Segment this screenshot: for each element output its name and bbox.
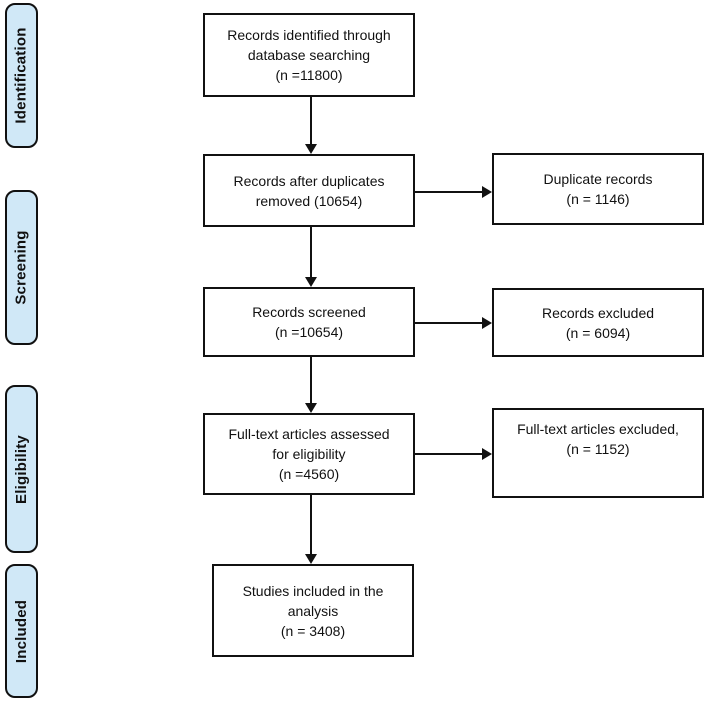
- box-text-line: Records after duplicates: [233, 172, 385, 189]
- box-text-line: (n =4560): [278, 466, 340, 482]
- stage-screening-label: Screening: [13, 230, 31, 305]
- stage-screening: Screening: [5, 190, 38, 345]
- box-text-line: (n = 1152): [566, 441, 630, 457]
- stage-included: Included: [5, 564, 38, 698]
- box-records-screened: Records screened (n =10654): [203, 287, 415, 357]
- arrowhead-right-icon: [482, 186, 492, 198]
- stage-eligibility: Eligibility: [5, 385, 38, 553]
- box-text-line: (n =10654): [274, 324, 344, 340]
- box-text-line: Studies included in the: [242, 582, 384, 599]
- arrowhead-right-icon: [482, 448, 492, 460]
- box-text-line: analysis: [287, 602, 339, 619]
- box-fulltext-assessed: Full-text articles assessed for eligibil…: [203, 413, 415, 495]
- stage-eligibility-label: Eligibility: [13, 434, 30, 504]
- box-studies-included: Studies included in the analysis (n = 34…: [212, 564, 414, 657]
- arrowhead-right-icon: [482, 317, 492, 329]
- box-text-line: (n = 1146): [566, 191, 630, 207]
- stage-identification-label: Identification: [13, 27, 31, 124]
- arrowhead-down-icon: [305, 554, 317, 564]
- arrowhead-down-icon: [305, 277, 317, 287]
- arrow-shaft: [310, 227, 312, 277]
- arrow-shaft: [415, 322, 482, 324]
- arrow-shaft: [310, 97, 312, 144]
- arrow-shaft: [415, 191, 482, 193]
- box-text-line: Records screened: [252, 304, 366, 320]
- box-text-line: (n = 3408): [280, 622, 346, 639]
- box-text-line: for eligibility: [272, 446, 346, 462]
- box-text-line: database searching: [247, 47, 371, 63]
- box-records-identified: Records identified through database sear…: [203, 13, 415, 97]
- box-text-line: (n =11800): [275, 67, 343, 83]
- arrowhead-down-icon: [305, 144, 317, 154]
- box-text-line: (n = 6094): [565, 324, 631, 341]
- box-text-line: Full-text articles excluded,: [517, 421, 679, 437]
- arrow-shaft: [310, 357, 312, 403]
- stage-identification: Identification: [5, 3, 38, 148]
- box-fulltext-excluded: Full-text articles excluded, (n = 1152): [492, 408, 704, 498]
- box-duplicate-records: Duplicate records (n = 1146): [492, 153, 704, 225]
- box-text-line: Records excluded: [541, 304, 655, 321]
- box-duplicates-removed: Records after duplicates removed (10654): [203, 154, 415, 227]
- arrowhead-down-icon: [305, 403, 317, 413]
- box-text-line: removed (10654): [255, 192, 363, 209]
- box-text-line: Records identified through: [227, 27, 391, 43]
- box-text-line: Full-text articles assessed: [228, 426, 390, 442]
- box-records-excluded: Records excluded (n = 6094): [492, 288, 704, 357]
- box-text-line: Duplicate records: [543, 171, 653, 187]
- arrow-shaft: [415, 453, 482, 455]
- arrow-shaft: [310, 495, 312, 554]
- stage-included-label: Included: [13, 599, 30, 663]
